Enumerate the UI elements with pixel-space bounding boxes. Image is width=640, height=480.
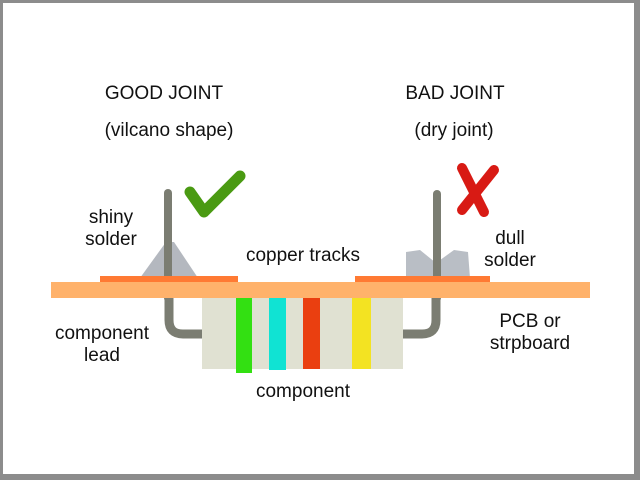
good-joint-subtitle: (vilcano shape): [104, 120, 234, 141]
diagram-frame: [3, 3, 634, 474]
dull-solder-label: dull solder: [472, 228, 548, 272]
shiny-solder-label-line-2: solder: [85, 229, 137, 250]
dull-solder-label-line-2: solder: [484, 250, 536, 271]
component-lead-label-line-2: lead: [84, 345, 120, 366]
shiny-solder-label: shiny solder: [76, 207, 146, 251]
component-lead-left-bend: [164, 296, 204, 339]
component-band-4: [352, 297, 371, 369]
bad-joint-title: BAD JOINT: [405, 83, 505, 104]
good-joint-title: GOOD JOINT: [104, 83, 224, 104]
pcb-board: [51, 282, 590, 298]
dull-solder-label-line-1: dull: [495, 228, 525, 249]
pcb-label-line-2: strpboard: [489, 333, 571, 354]
component-lead-label-line-1: component: [54, 323, 149, 344]
component-band-2: [269, 297, 286, 370]
component-label: component: [255, 381, 350, 402]
copper-track-right: [355, 276, 490, 284]
cross-mark-icon: [457, 163, 499, 217]
component-band-1: [236, 297, 252, 373]
pcb-label: PCB or strpboard: [474, 311, 586, 355]
component-band-3: [303, 297, 320, 369]
component-body: [202, 297, 403, 369]
bad-joint-subtitle: (dry joint): [414, 120, 494, 141]
copper-track-left: [100, 276, 238, 284]
copper-tracks-label: copper tracks: [245, 245, 361, 266]
component-lead-label: component lead: [40, 323, 164, 367]
pcb-label-line-1: PCB or: [499, 311, 561, 332]
shiny-solder-label-line-1: shiny: [88, 207, 134, 228]
component-lead-right-bend: [403, 296, 441, 339]
check-mark-icon: [184, 170, 246, 218]
